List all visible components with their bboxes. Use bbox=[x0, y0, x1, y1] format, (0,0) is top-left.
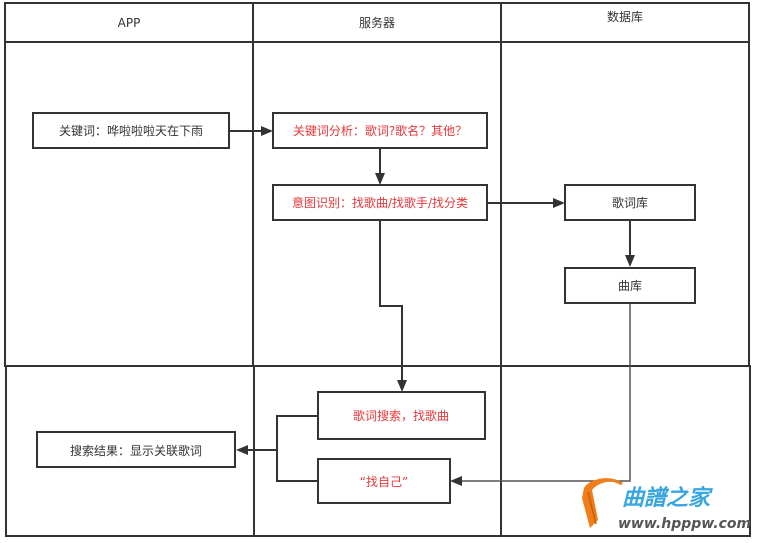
node-song-db[interactable]: 曲库 bbox=[564, 267, 696, 304]
node-keyword-analysis[interactable]: 关键词分析：歌词?歌名？其他？ bbox=[272, 112, 488, 149]
node-search-result[interactable]: 搜索结果：显示关联歌词 bbox=[36, 431, 236, 468]
node-lyrics-db[interactable]: 歌词库 bbox=[564, 184, 696, 221]
watermark-logo-icon bbox=[582, 478, 623, 528]
node-search-result-label: 搜索结果：显示关联歌词 bbox=[70, 443, 202, 458]
edge-merge-to-result bbox=[276, 415, 318, 482]
lane-grid bbox=[4, 2, 751, 537]
arrowhead bbox=[553, 198, 565, 208]
node-lyrics-search[interactable]: 歌词搜索，找歌曲 bbox=[317, 391, 486, 440]
arrowhead bbox=[261, 126, 273, 136]
watermark: 曲譜之家 www.hpppw.com bbox=[582, 478, 751, 532]
watermark-brand: 曲譜之家 bbox=[622, 485, 713, 511]
arrowhead bbox=[450, 476, 462, 486]
node-lyrics-search-label: 歌词搜索，找歌曲 bbox=[353, 408, 449, 423]
node-keyword-label: 关键词：哗啦啦啦天在下雨 bbox=[59, 123, 203, 138]
node-lyrics-db-label: 歌词库 bbox=[612, 195, 648, 210]
node-keyword[interactable]: 关键词：哗啦啦啦天在下雨 bbox=[32, 112, 230, 149]
node-song-db-label: 曲库 bbox=[618, 278, 642, 293]
watermark-url: www.hpppw.com bbox=[618, 516, 751, 532]
bottom-section-border bbox=[5, 365, 751, 537]
arrowhead bbox=[236, 445, 248, 455]
node-intent-recognition[interactable]: 意图识别：找歌曲/找歌手/找分类 bbox=[272, 184, 488, 221]
node-intent-recognition-label: 意图识别：找歌曲/找歌手/找分类 bbox=[292, 195, 468, 210]
arrowhead bbox=[397, 380, 407, 392]
arrowhead bbox=[625, 255, 635, 267]
connectors bbox=[229, 126, 635, 486]
lane-title-app: APP bbox=[118, 16, 141, 30]
edge-intent-to-lyricssearch bbox=[379, 221, 403, 382]
edge-songdb-to-findself bbox=[461, 303, 631, 482]
node-keyword-analysis-label: 关键词分析：歌词?歌名？其他？ bbox=[293, 123, 467, 138]
lane-title-server: 服务器 bbox=[359, 15, 395, 30]
lane-title-database: 数据库 bbox=[607, 9, 643, 24]
node-find-self-label: “找自己” bbox=[360, 475, 408, 489]
arrowhead bbox=[375, 173, 385, 185]
node-find-self[interactable]: “找自己” bbox=[317, 458, 451, 504]
